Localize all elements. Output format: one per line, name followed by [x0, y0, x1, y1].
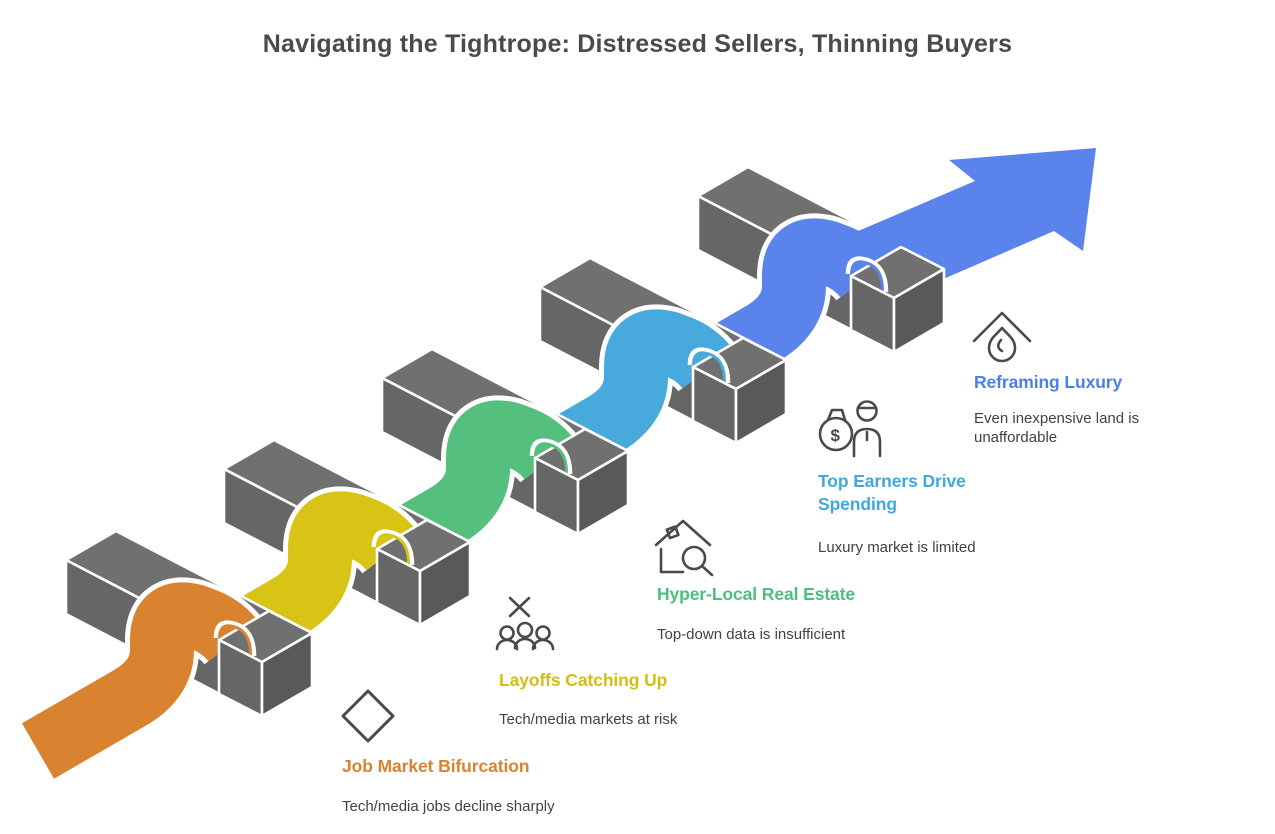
step-top-earners: Top Earners Drive Spending [818, 470, 990, 516]
step-job-market-subtext: Tech/media jobs decline sharply [342, 797, 602, 816]
ribbon-segment-reframing-luxury [670, 148, 1096, 387]
people-x-icon [494, 589, 560, 660]
step-subtext: Tech/media markets at risk [499, 711, 678, 728]
step-heading: Job Market Bifurcation [342, 756, 530, 776]
step-reframing-luxury: Reframing Luxury [974, 371, 1214, 394]
step-subtext: Top-down data is insufficient [657, 626, 846, 643]
step-heading: Reframing Luxury [974, 372, 1123, 392]
money-bag-person-icon: $ [814, 396, 886, 463]
step-layoffs: Layoffs Catching Up [499, 669, 739, 692]
step-subtext: Luxury market is limited [818, 539, 976, 556]
page-title: Navigating the Tightrope: Distressed Sel… [262, 30, 1013, 58]
step-heading: Top Earners Drive Spending [818, 471, 966, 514]
step-hyper-local-subtext: Top-down data is insufficient [657, 625, 917, 644]
step-reframing-luxury-subtext: Even inexpensive land is unaffordable [974, 409, 1169, 447]
step-layoffs-subtext: Tech/media markets at risk [499, 710, 759, 729]
svg-text:$: $ [831, 426, 841, 445]
house-flame-icon [970, 302, 1036, 371]
diamond-icon [340, 688, 396, 749]
step-heading: Layoffs Catching Up [499, 670, 668, 690]
step-job-market: Job Market Bifurcation [342, 755, 582, 778]
step-hyper-local: Hyper-Local Real Estate [657, 583, 917, 606]
ribbon-segment-job-market [38, 529, 312, 751]
step-heading: Hyper-Local Real Estate [657, 584, 856, 604]
step-subtext: Even inexpensive land is unaffordable [974, 410, 1140, 446]
house-magnifier-icon [652, 512, 718, 583]
step-top-earners-subtext: Luxury market is limited [818, 538, 1058, 557]
step-subtext: Tech/media jobs decline sharply [342, 798, 555, 815]
